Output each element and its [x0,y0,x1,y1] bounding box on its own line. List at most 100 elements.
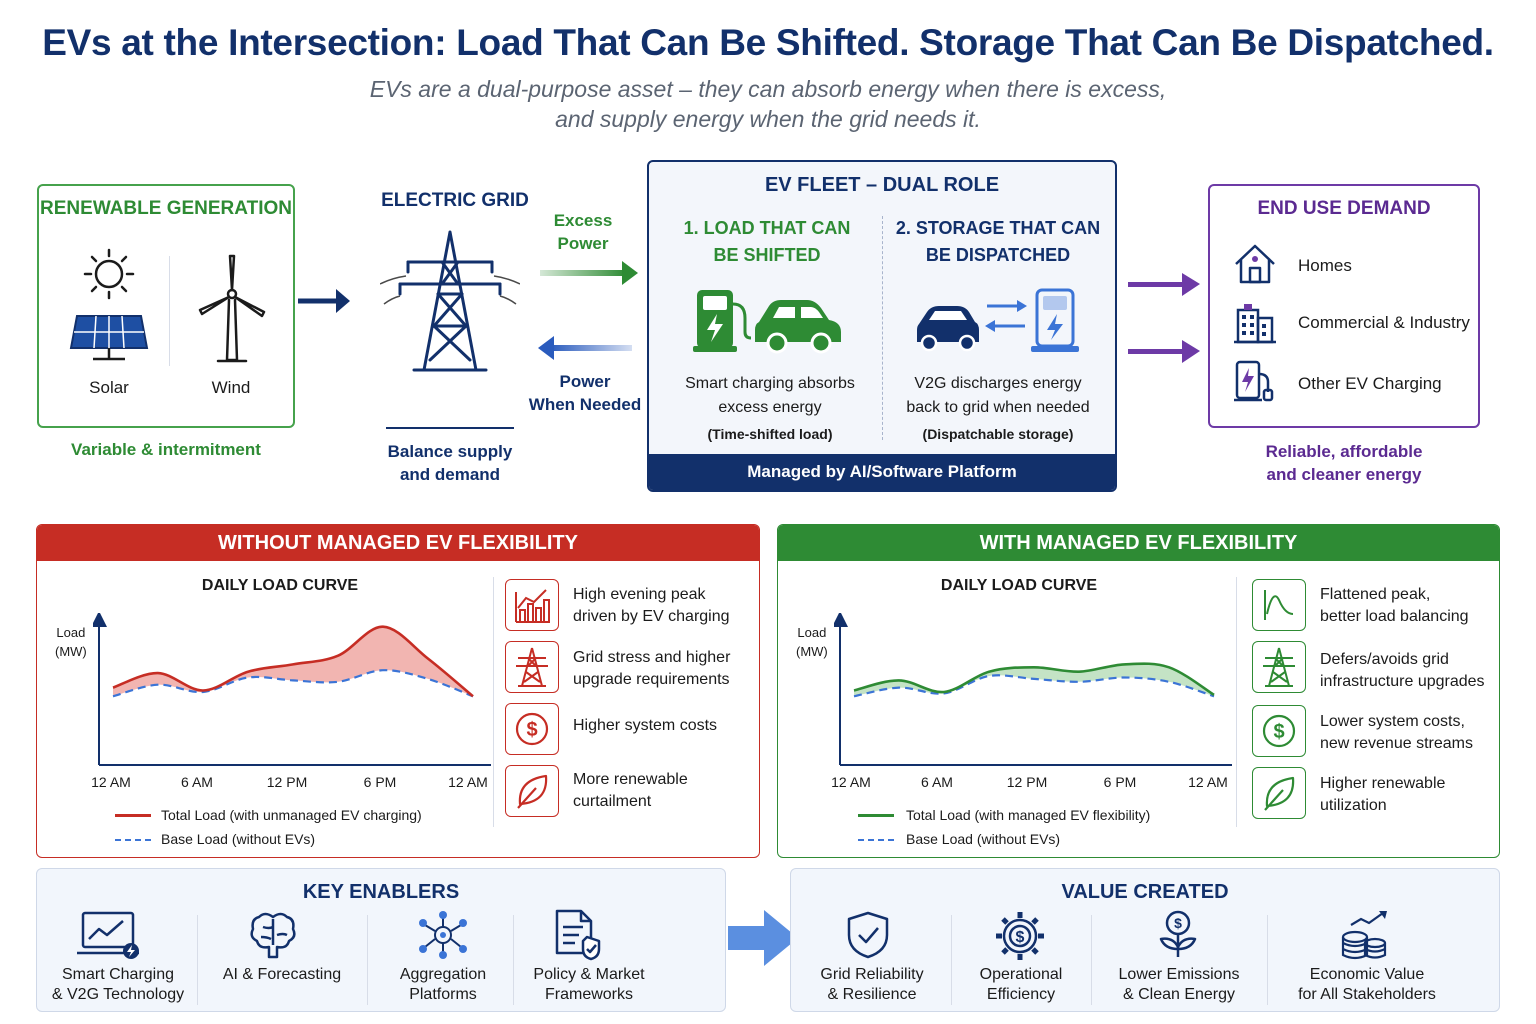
page-subtitle: EVs are a dual-purpose asset – they can … [0,74,1536,134]
fleet-heading: EV FLEET – DUAL ROLE [764,174,1000,196]
ev-fleet-box: EV FLEET – DUAL ROLE 1. LOAD THAT CAN BE… [647,160,1117,492]
arrow-enablers-to-value [724,906,802,970]
without-xtick-2: 12 PM [266,774,308,790]
with-xtick-4: 12 AM [1188,774,1228,790]
without-xtick-3: 6 PM [363,774,397,790]
role1-heading: 1. LOAD THAT CAN BE SHIFTED [683,218,851,265]
with-header: WITH MANAGED EV FLEXIBILITY [778,525,1499,561]
without-base-load-line [112,669,474,698]
with-xtick-0: 12 AM [831,774,871,790]
charging-station-car-icon [693,286,845,356]
value-heading: VALUE CREATED [1061,881,1229,903]
with-ev-load-area [854,663,1214,697]
with-ylabel: Load (MW) [796,625,828,659]
arrow-grid-to-fleet [538,258,642,288]
with-legend-total: Total Load (with managed EV flexibility) [906,807,1151,823]
role2-description: V2G discharges energy back to grid when … [906,375,1090,416]
brain-icon [247,909,299,961]
value-created-box: VALUE CREATED Grid Reliability& Resilien… [790,868,1500,1012]
without-header: WITHOUT MANAGED EV FLEXIBILITY [37,525,759,561]
key-enablers-box: KEY ENABLERS Smart Charging& V2G Technol… [36,868,726,1012]
demand-item-commercial: Commercial & Industry [1298,313,1470,332]
value-3-label: Lower Emissions& Clean Energy [1118,966,1240,1003]
leaf-icon [505,765,559,817]
without-xtick-0: 12 AM [91,774,131,790]
role1-description: Smart charging absorbs excess energy [685,375,855,416]
plant-dollar-icon: $ [1151,907,1205,963]
role1-note: (Time-shifted load) [707,426,833,442]
ev-charger-icon [1232,358,1278,404]
svg-text:$: $ [526,719,537,741]
renewable-heading: RENEWABLE GENERATION [40,198,292,219]
laptop-chart-icon [75,909,145,961]
role2-heading: 2. STORAGE THAT CAN BE DISPATCHED [895,218,1101,265]
demand-caption: Reliable, affordable and cleaner energy [1265,442,1423,484]
flat-curve-icon [1252,579,1306,631]
arrow-fleet-to-demand-1 [1126,270,1202,300]
renewable-caption: Variable & intermitment [71,440,261,459]
enabler-1-label: Smart Charging& V2G Technology [51,966,185,1003]
with-xtick-2: 12 PM [1006,774,1048,790]
grid-caption: Balance supply and demand [387,442,513,484]
arrow-fleet-to-demand-2 [1126,337,1202,367]
with-legend-base: Base Load (without EVs) [906,831,1061,847]
demand-item-homes: Homes [1298,256,1352,275]
with-point-3: Lower system costs,new revenue streams [1320,713,1473,752]
without-legend-base: Base Load (without EVs) [161,831,316,847]
page-title: EVs at the Intersection: Load That Can B… [42,22,1494,63]
enablers-heading: KEY ENABLERS [302,881,460,903]
value-1-label: Grid Reliability& Resilience [820,966,924,1003]
without-managed-panel: WITHOUT MANAGED EV FLEXIBILITY DAILY LOA… [36,524,760,858]
grid-tower-icon [1252,641,1306,693]
demand-item-other-ev: Other EV Charging [1298,374,1442,393]
wind-label: Wind [211,378,251,397]
with-base-load-line [853,674,1215,698]
with-chart-title: DAILY LOAD CURVE [940,577,1098,594]
without-chart [93,613,491,766]
subtitle-line-2: and supply energy when the grid needs it… [555,106,981,132]
svg-text:$: $ [1016,929,1025,946]
without-total-load-line [112,625,474,698]
solar-icon [67,246,151,366]
renewable-generation-box: RENEWABLE GENERATION Solar [37,184,295,428]
without-chart-title: DAILY LOAD CURVE [201,577,359,594]
solar-label: Solar [89,378,129,397]
building-icon [1232,300,1278,344]
with-point-1: Flattened peak,better load balancing [1320,586,1469,625]
dollar-circle-icon: $ [1252,705,1306,757]
leaf-icon [1252,767,1306,819]
grid-heading: ELECTRIC GRID [381,190,529,211]
shield-check-icon [843,909,893,961]
without-legend-total: Total Load (with unmanaged EV charging) [161,807,422,823]
enabler-2-label: AI & Forecasting [222,966,342,983]
with-managed-panel: WITH MANAGED EV FLEXIBILITY DAILY LOAD C… [777,524,1500,858]
transmission-tower-icon [380,226,520,376]
without-point-3: Higher system costs [573,717,718,734]
v2g-car-charger-icon [913,286,1083,356]
without-ylabel: Load (MW) [55,625,87,659]
arrow-renewable-to-grid [296,283,352,319]
fleet-footer: Managed by AI/Software Platform [649,454,1115,490]
wind-turbine-icon [194,252,270,366]
dollar-circle-icon: $ [505,703,559,755]
role2-note: (Dispatchable storage) [922,426,1074,442]
without-xtick-4: 12 AM [448,774,488,790]
svg-text:$: $ [1273,721,1284,743]
with-total-load-line [853,662,1215,697]
network-icon [415,909,471,961]
coins-chart-icon [1337,907,1393,963]
end-use-demand-box: END USE DEMAND Homes Commercial & Indust… [1208,184,1480,428]
without-ev-load-area [113,626,473,697]
subtitle-line-1: EVs are a dual-purpose asset – they can … [369,76,1167,102]
power-when-needed-label: Power When Needed [528,372,642,414]
without-xtick-1: 6 AM [181,774,213,790]
